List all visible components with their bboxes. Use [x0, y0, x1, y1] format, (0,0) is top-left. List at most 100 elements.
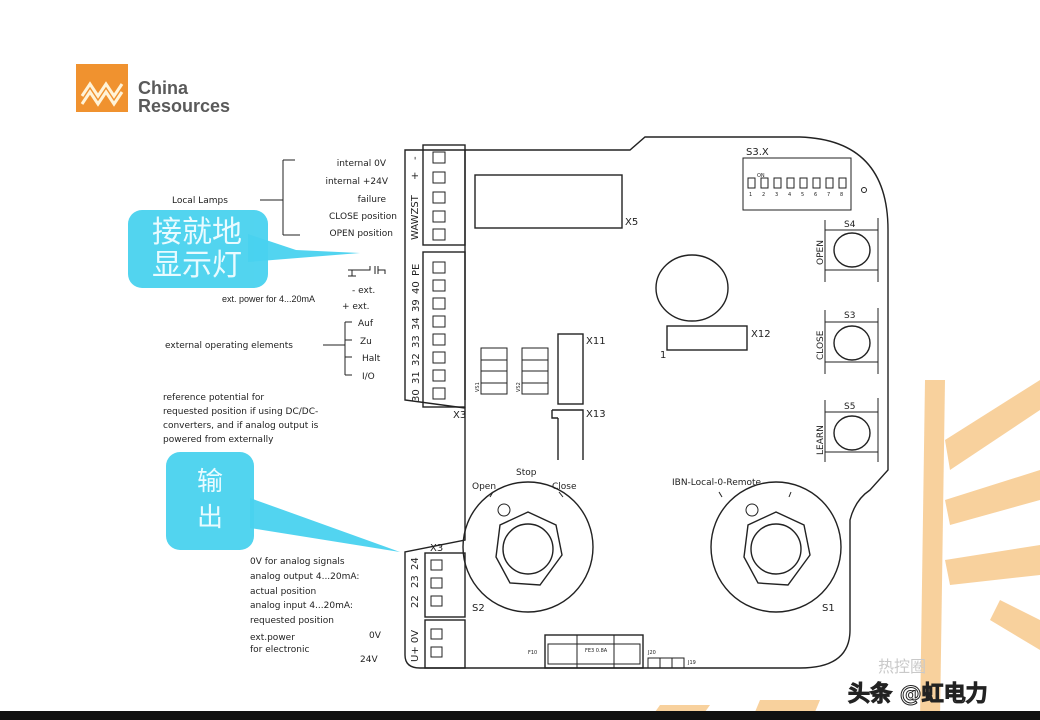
lamp-open-position: OPEN position: [330, 229, 393, 239]
bottom-bar: [0, 711, 1040, 720]
upper-terminals: [432, 151, 446, 241]
open-label: Open: [472, 482, 496, 492]
x11-connector: [557, 333, 584, 405]
rotary-switch-s1: [710, 481, 842, 613]
callout-local-lamps: 接就地 显示灯: [128, 210, 268, 288]
op-zu: Zu: [360, 337, 372, 347]
rotary-switch-s2: [462, 481, 594, 613]
callout-output: 输 出: [166, 452, 254, 550]
dip-switch: [742, 157, 852, 211]
v24-label: 24V: [360, 655, 378, 665]
analog-text: 0V for analog signals analog output 4...…: [250, 557, 382, 665]
lamp-internal-0v: internal 0V: [337, 159, 387, 169]
pin-23: 23: [410, 575, 421, 588]
x12-label: X12: [751, 329, 771, 340]
dip-number: 1: [749, 192, 752, 198]
callout-2-line2: 出: [196, 503, 223, 533]
pin-33: 33: [411, 335, 422, 348]
pin-22: 22: [410, 595, 421, 608]
op-halt: Halt: [362, 354, 381, 364]
s3-close-label: CLOSE: [816, 330, 826, 360]
x5-connector: [474, 174, 623, 229]
lamp-close-position: CLOSE position: [329, 212, 397, 222]
pin-31: 31: [411, 371, 422, 384]
external-operating-label: external operating elements: [165, 341, 293, 351]
s4-open-label: OPEN: [816, 240, 826, 265]
sign-minus: -: [410, 156, 421, 160]
x3-label-top: X3: [453, 410, 466, 421]
logo-line2: Resources: [138, 96, 231, 116]
x13-connector: [551, 409, 584, 460]
dip-number: 2: [762, 192, 765, 198]
logo-line1: China: [138, 78, 189, 98]
s5-learn-label: LEARN: [816, 425, 826, 455]
ext-power-electronic-line: for electronic: [250, 645, 310, 655]
j20-label: J20: [647, 650, 656, 656]
dip-number: 3: [775, 192, 778, 198]
s3-label: S3: [844, 311, 855, 321]
s4-label: S4: [844, 220, 856, 230]
v0-label: 0V: [369, 631, 382, 641]
pin-power: U+ 0V: [410, 630, 421, 662]
pin-pe: PE: [411, 264, 422, 276]
s2-label: S2: [472, 603, 485, 614]
pin-39: 39: [411, 299, 422, 312]
dip-number: 6: [814, 192, 817, 198]
reference-line: reference potential for: [163, 393, 264, 403]
button-s5: S5 LEARN: [816, 398, 879, 462]
dip-number: 5: [801, 192, 804, 198]
pin-34: 34: [411, 317, 422, 330]
dip-numbers: 1 2 3 4 5 6 7 8: [749, 192, 843, 198]
callout-2-line1: 输: [196, 467, 223, 497]
j19-label: J19: [687, 660, 696, 666]
pin-40: 40: [411, 281, 422, 294]
ground-symbol: [348, 266, 386, 277]
reference-line: powered from externally: [163, 435, 274, 445]
vs1-label: VS1: [475, 382, 481, 392]
reference-line: requested position if using DC/DC-: [163, 407, 318, 417]
logo-text: China Resources: [138, 79, 230, 115]
dip-toggles: [747, 177, 847, 189]
reference-text: reference potential for requested positi…: [163, 393, 319, 445]
analog-line: analog output 4...20mA:: [250, 572, 359, 582]
s3x-label: S3.X: [746, 147, 769, 158]
s5-label: S5: [844, 402, 855, 412]
x3-label-bottom: X3: [430, 543, 443, 554]
op-labels: Auf Zu Halt I/O: [358, 319, 381, 382]
callout-1-line1: 接就地: [152, 215, 242, 250]
battery-circle: [655, 254, 729, 322]
pin-30: 30: [411, 389, 422, 402]
button-s4: S4 OPEN: [816, 218, 879, 282]
x5-label: X5: [625, 217, 638, 228]
ext-power-label: ext. power for 4...20mA: [222, 294, 315, 304]
x11-label: X11: [586, 336, 606, 347]
close-label: Close: [552, 482, 577, 492]
reference-line: converters, and if analog output is: [163, 421, 319, 431]
vs2-label: VS2: [516, 382, 522, 392]
sign-plus: +: [410, 172, 421, 180]
pin-32: 32: [411, 353, 422, 366]
analog-line: requested position: [250, 616, 334, 626]
lower-terminals: [430, 559, 443, 658]
connector-label-wawzst: WAWZST: [410, 194, 421, 240]
fuse-block: [544, 634, 644, 669]
lower-pin-labels: 24 23 22 U+ 0V: [410, 557, 421, 662]
plus-ext-label: + ext.: [342, 302, 370, 312]
stop-label: Stop: [516, 468, 537, 478]
watermark-rekong: 热控圈: [878, 657, 927, 676]
s1-label: S1: [822, 603, 835, 614]
pin-24: 24: [410, 557, 421, 570]
middle-terminals: [432, 261, 446, 400]
dip-number: 8: [840, 192, 843, 198]
callout-1-pointer: [248, 234, 360, 262]
analog-line: 0V for analog signals: [250, 557, 345, 567]
jumper-block-1: [480, 347, 549, 395]
button-s3: S3 CLOSE: [816, 308, 879, 374]
minus-ext-label: - ext.: [352, 286, 375, 296]
op-auf: Auf: [358, 319, 374, 329]
fuse-label: FE3 0.8A: [585, 648, 608, 654]
callout-2-pointer: [250, 498, 400, 552]
